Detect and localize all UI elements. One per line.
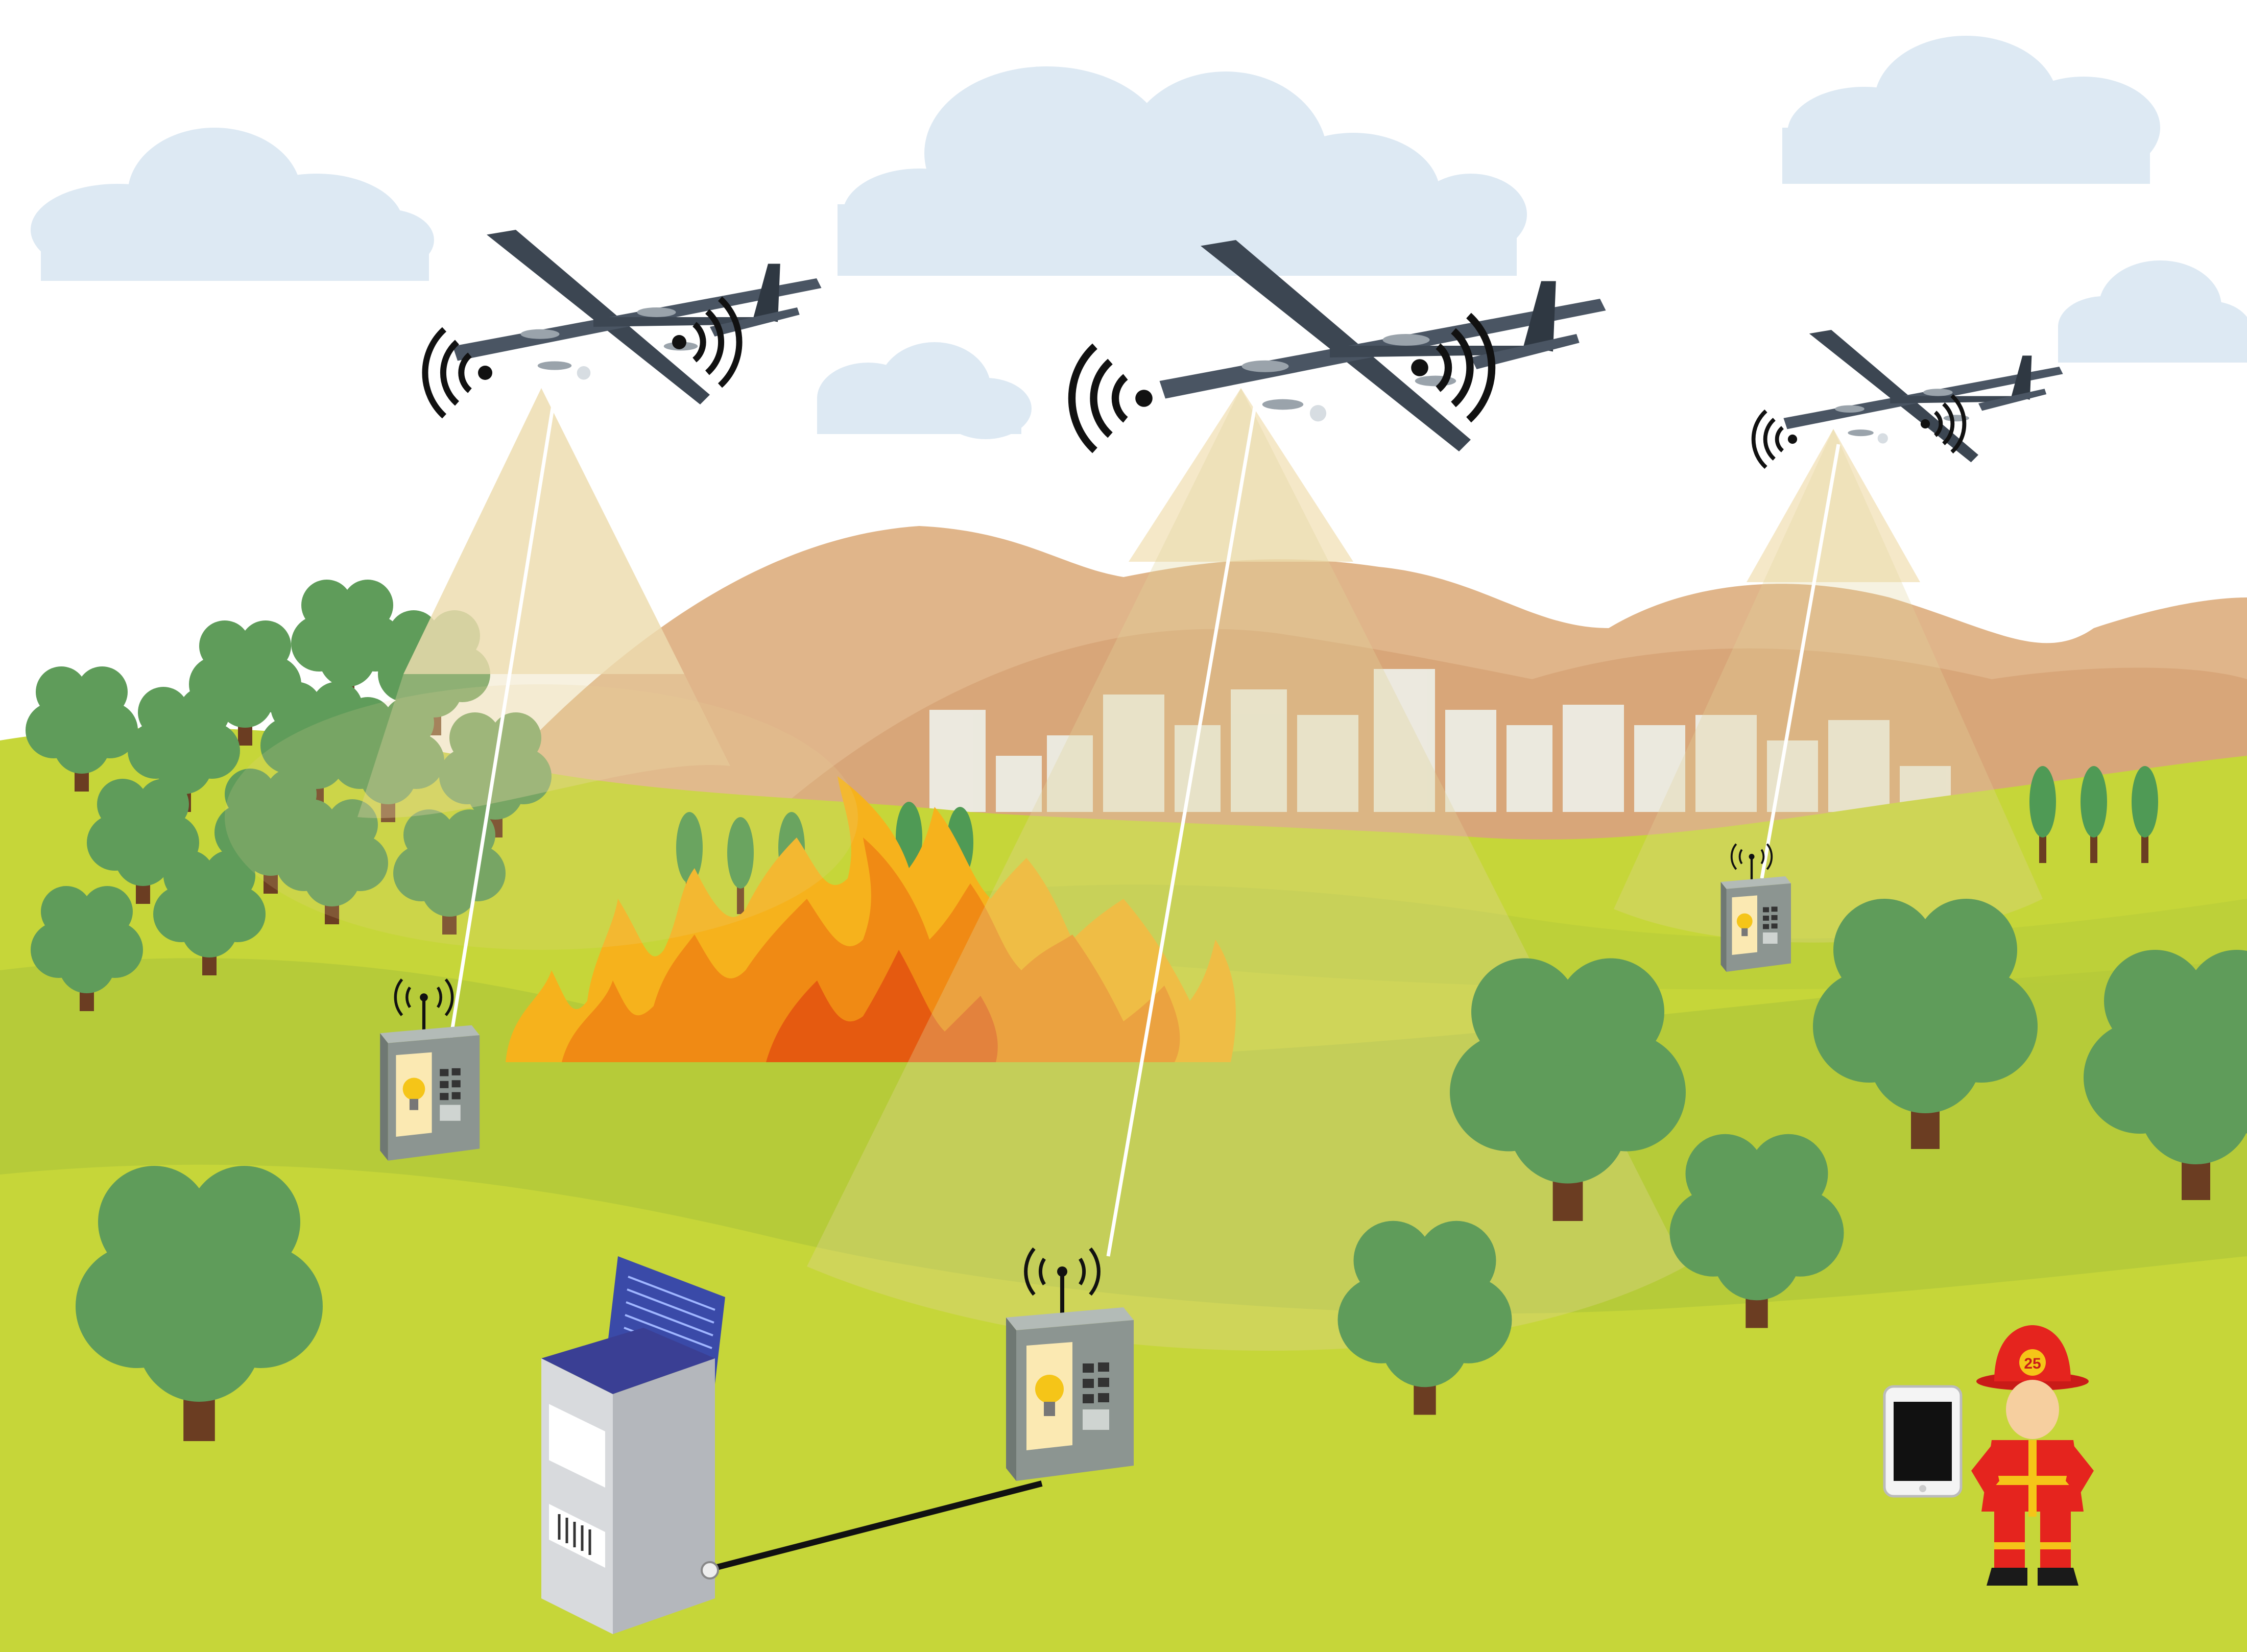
firefighter-icon: 25 [1971,1325,2094,1586]
city-skyline [929,669,1951,812]
cloud-center [838,66,1527,276]
cloud-small [817,342,1032,439]
drone-left [452,230,822,404]
clouds [31,36,2247,439]
wildfire [506,776,1236,1062]
server-icon [541,1256,725,1634]
tablet-icon [1883,1385,1963,1498]
network-cable [714,1480,1043,1571]
data-links [447,382,1840,1257]
cloud-far-right [2058,260,2247,363]
firefighter-badge-number: 25 [2024,1355,2041,1372]
drone-right [1783,330,2063,463]
cloud-left [31,128,434,281]
cloud-right [1782,36,2160,184]
